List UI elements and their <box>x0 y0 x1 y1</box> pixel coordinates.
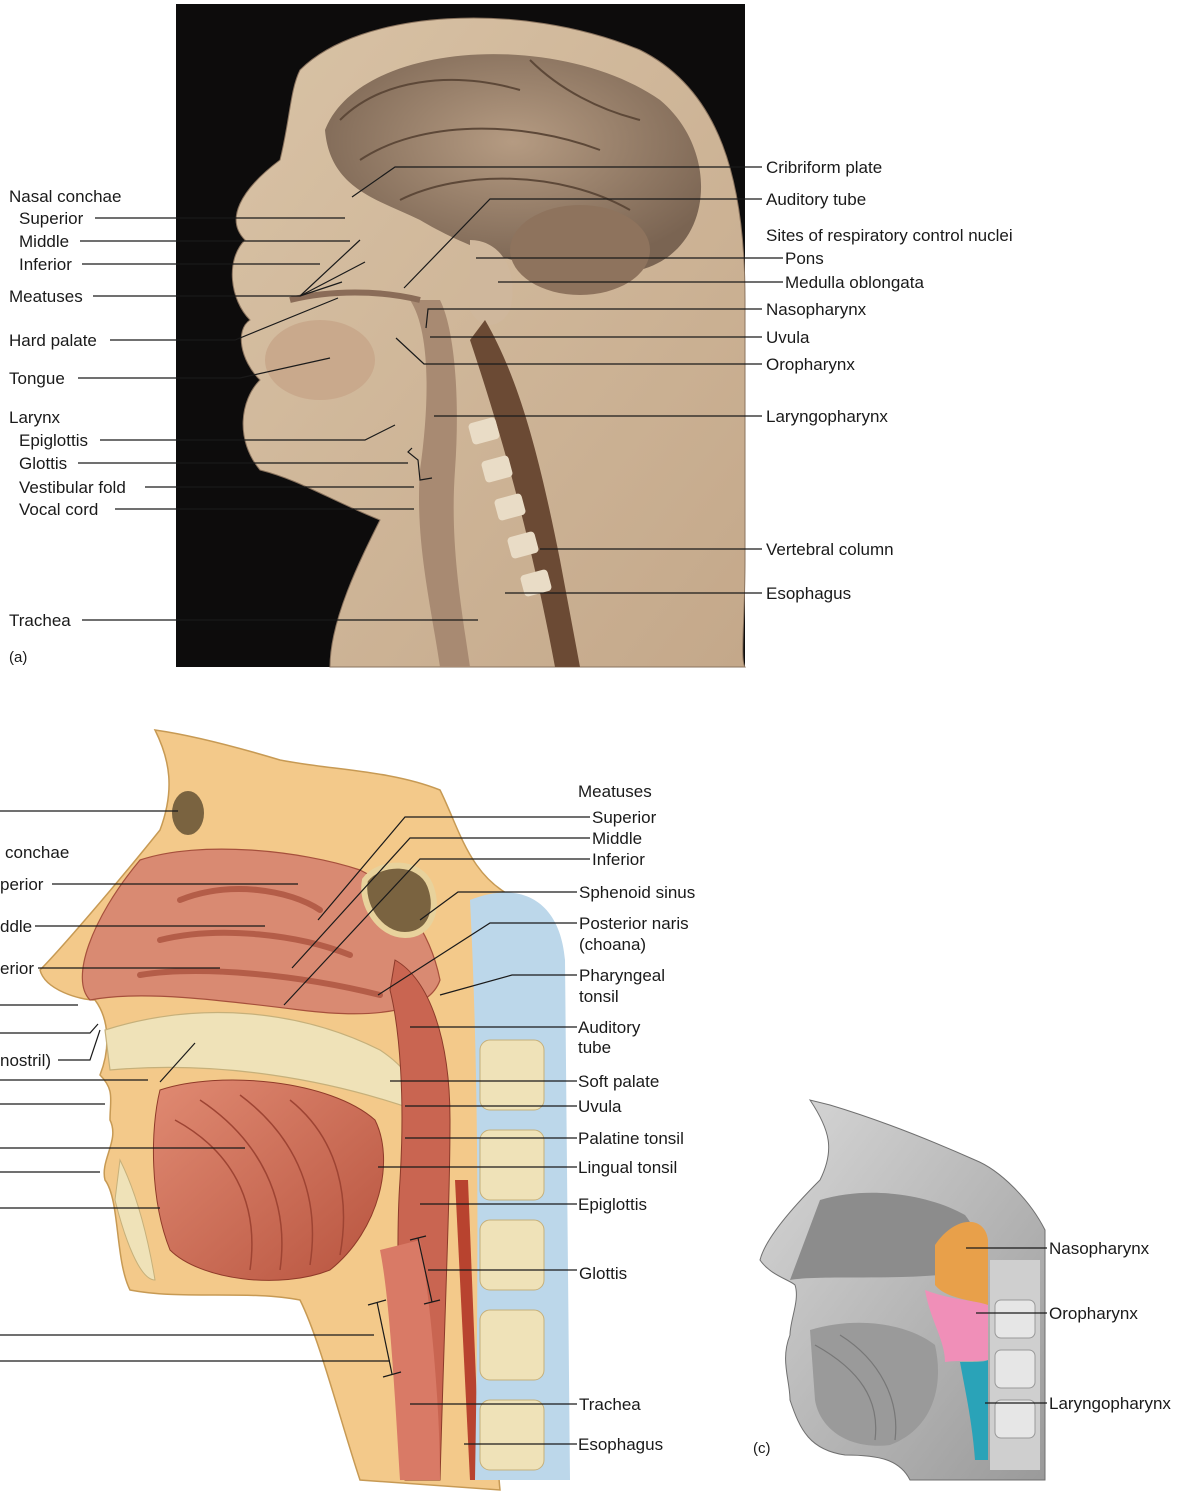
label-trachea: Trachea <box>9 611 71 630</box>
frontal-sinus-image <box>172 791 204 835</box>
label-palatine-tonsil: Palatine tonsil <box>578 1129 684 1148</box>
label-glottis: Glottis <box>19 454 67 473</box>
panel-b: conchae perior ddle erior nostril) Meatu… <box>0 730 695 1490</box>
label-b-inferior: erior <box>0 959 34 978</box>
label-b-middle: ddle <box>0 917 32 936</box>
panel-c-label: (c) <box>753 1440 771 1457</box>
label-uvula-a: Uvula <box>766 328 810 347</box>
label-oropharynx-a: Oropharynx <box>766 355 855 374</box>
label-b-nostril: nostril) <box>0 1051 51 1070</box>
panel-a-label: (a) <box>9 649 27 666</box>
label-lingual-tonsil: Lingual tonsil <box>578 1158 677 1177</box>
label-laryngopharynx-a: Laryngopharynx <box>766 407 888 426</box>
label-c-oropharynx: Oropharynx <box>1049 1304 1138 1323</box>
label-vocal-cord: Vocal cord <box>19 500 98 519</box>
label-esophagus-a: Esophagus <box>766 584 851 603</box>
label-pharyngeal: Pharyngeal <box>579 966 665 985</box>
panel-a: Nasal conchae Superior Middle Inferior M… <box>9 4 1013 667</box>
label-cribriform-plate: Cribriform plate <box>766 158 882 177</box>
label-c-nasopharynx: Nasopharynx <box>1049 1239 1150 1258</box>
label-b-meatus-middle: Middle <box>592 829 642 848</box>
label-auditory-tube-b: tube <box>578 1038 611 1057</box>
label-epiglottis-b: Epiglottis <box>578 1195 647 1214</box>
label-b-meatuses: Meatuses <box>578 782 652 801</box>
label-hard-palate: Hard palate <box>9 331 97 350</box>
label-vertebral-column: Vertebral column <box>766 540 894 559</box>
label-nasopharynx-a: Nasopharynx <box>766 300 867 319</box>
label-respiratory-nuclei: Sites of respiratory control nuclei <box>766 226 1013 245</box>
label-posterior-naris: Posterior naris <box>579 914 689 933</box>
label-soft-palate: Soft palate <box>578 1072 659 1091</box>
label-pharyngeal-tonsil: tonsil <box>579 987 619 1006</box>
label-trachea-b: Trachea <box>579 1395 641 1414</box>
label-uvula-b: Uvula <box>578 1097 622 1116</box>
label-inferior-concha: Inferior <box>19 255 72 274</box>
label-middle-concha: Middle <box>19 232 69 251</box>
label-tongue: Tongue <box>9 369 65 388</box>
label-epiglottis: Epiglottis <box>19 431 88 450</box>
label-b-meatus-superior: Superior <box>592 808 657 827</box>
label-esophagus-b: Esophagus <box>578 1435 663 1454</box>
label-sphenoid-sinus: Sphenoid sinus <box>579 883 695 902</box>
label-nasal-conchae: Nasal conchae <box>9 187 121 206</box>
label-vestibular-fold: Vestibular fold <box>19 478 126 497</box>
label-superior-concha: Superior <box>19 209 84 228</box>
label-auditory-tube-a: Auditory tube <box>766 190 866 209</box>
vertebrae-grey <box>995 1300 1035 1438</box>
label-larynx: Larynx <box>9 408 61 427</box>
label-meatuses: Meatuses <box>9 287 83 306</box>
panel-c: Nasopharynx Oropharynx Laryngopharynx (c… <box>753 1100 1171 1480</box>
label-auditory: Auditory <box>578 1018 641 1037</box>
label-c-laryngopharynx: Laryngopharynx <box>1049 1394 1171 1413</box>
label-b-meatus-inferior: Inferior <box>592 850 645 869</box>
label-glottis-b: Glottis <box>579 1264 627 1283</box>
vertebrae-image-b <box>480 1040 544 1470</box>
label-pons: Pons <box>785 249 824 268</box>
label-medulla: Medulla oblongata <box>785 273 924 292</box>
label-b-superior: perior <box>0 875 44 894</box>
label-b-conchae: conchae <box>5 843 69 862</box>
label-choana: (choana) <box>579 935 646 954</box>
